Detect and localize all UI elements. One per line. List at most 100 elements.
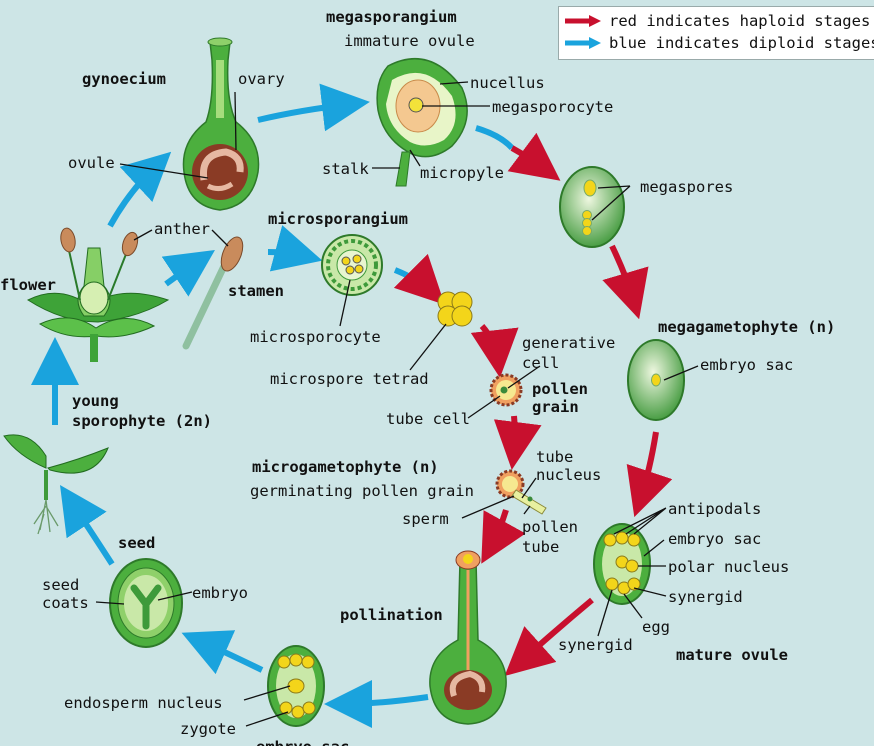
arrow-diploid [161,250,215,297]
leader-line [507,365,541,389]
label-egg: egg [642,618,670,636]
label-embryo-sac-3: embryo sac [256,738,349,746]
leader-line [461,495,515,519]
label-pollen-tube-1: pollen [522,518,578,536]
arrow-diploid [107,151,172,228]
label-germinating: germinating pollen grain [250,482,474,500]
arrow-haploid [470,324,519,378]
leader-line [95,601,125,605]
label-seed-coats-2: coats [42,594,89,612]
leader-line [119,163,209,179]
germinating-pollen-illustration [495,469,547,515]
leader-line [245,711,289,727]
leader-line [643,539,665,557]
label-microsporocyte: microsporocyte [250,328,381,346]
label-mature-ovule: mature ovule [676,646,788,664]
label-micropyle: micropyle [420,164,504,182]
label-seed: seed [118,534,155,552]
label-endosperm-nucleus: endosperm nucleus [64,694,223,712]
megaspores-illustration [559,166,625,248]
label-young-2: sporophyte (2n) [72,412,212,430]
label-tube-nucleus-2: nucleus [536,466,601,484]
arrow-diploid [267,225,323,272]
label-megasporocyte: megasporocyte [492,98,613,116]
leader-line [591,185,631,221]
label-pollen-tube-2: tube [522,538,559,556]
seed-illustration [109,558,183,648]
tetrad-illustration [437,291,473,327]
arrow-haploid [626,431,673,518]
flower-illustration [26,227,170,362]
leader-line [633,587,667,597]
label-megagametophyte: megagametophyte (n) [658,318,835,336]
label-generative-2: cell [522,354,559,372]
label-generative-1: generative [522,334,615,352]
arrow-haploid [602,244,649,320]
leader-line [523,505,531,515]
embryo-sac-illustration [267,645,325,727]
leader-line [521,477,537,499]
young-sporophyte-illustration [3,434,109,535]
gynoecium-illustration [182,37,260,211]
arrow-haploid [493,415,542,470]
label-synergid-2: synergid [558,636,633,654]
blue-arrow-icon [565,37,601,49]
label-tube-cell: tube cell [386,410,470,428]
label-stamen: stamen [228,282,284,300]
leader-line [211,229,229,247]
arrow-haploid [504,597,594,677]
label-megasporangium: megasporangium [326,8,457,26]
leader-line [409,149,421,167]
leader-line [623,593,643,619]
microsporangium-illustration [321,234,383,296]
label-ovule: ovule [68,154,115,172]
leader-line [234,91,237,151]
legend: red indicates haploid stages blue indica… [558,6,874,60]
arrow-diploid [181,630,264,675]
label-seed-coats-1: seed [42,576,79,594]
label-tube-nucleus-1: tube [536,448,573,466]
label-megaspores: megaspores [640,178,733,196]
megasporangium-illustration [376,57,468,187]
leader-line [597,589,613,637]
arrow-diploid [60,485,115,566]
legend-item-diploid: blue indicates diploid stages [563,33,874,53]
label-ovary: ovary [238,70,285,88]
arrow-diploid [393,267,414,281]
label-pollination: pollination [340,606,443,624]
arrow-haploid [393,253,445,305]
label-flower: flower [0,276,56,294]
leader-line [467,395,501,419]
leader-line [439,81,469,85]
leader-line [663,365,699,381]
megagametophyte-illustration [627,339,685,421]
red-arrow-icon [565,15,601,27]
label-synergid-1: synergid [668,588,743,606]
label-sperm: sperm [402,510,449,528]
label-antipodals: antipodals [668,500,761,518]
arrow-haploid [481,509,526,564]
pollen-grain-illustration [489,373,523,407]
label-pollen-grain-1: pollen [532,380,588,398]
label-microspore-tetrad: microspore tetrad [270,370,429,388]
legend-haploid-text: red indicates haploid stages [609,12,871,30]
leader-line [243,685,291,701]
label-embryo-sac-1: embryo sac [700,356,793,374]
label-polar-nucleus: polar nucleus [668,558,789,576]
label-microgametophyte: microgametophyte (n) [252,458,439,476]
label-nucellus: nucellus [470,74,545,92]
label-immature-ovule: immature ovule [344,32,475,50]
legend-item-haploid: red indicates haploid stages [563,11,870,31]
label-anther: anther [154,220,210,238]
label-microsporangium: microsporangium [268,210,408,228]
leader-line [613,507,667,535]
arrow-diploid [475,125,515,151]
arrow-diploid [257,83,370,132]
label-young-1: young [72,392,119,410]
leader-line [157,591,193,601]
label-embryo: embryo [192,584,248,602]
mature-ovule-illustration [593,523,651,605]
pollination-illustration [429,550,507,725]
